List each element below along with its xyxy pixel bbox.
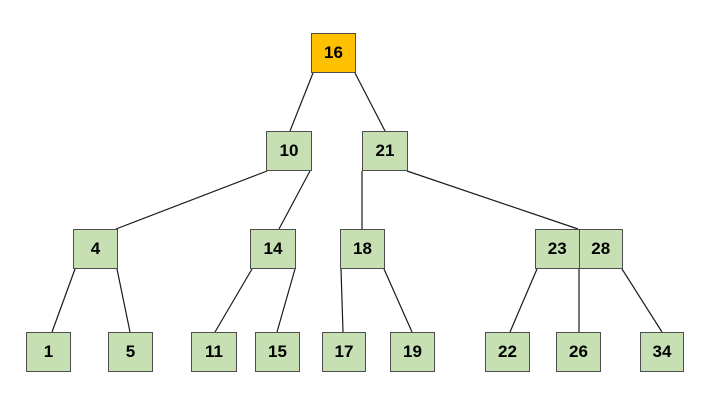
node-key-11: 11: [205, 342, 223, 361]
tree-node-1: 1: [26, 332, 71, 372]
node-key-15: 15: [268, 342, 287, 361]
node-key-26: 26: [569, 342, 588, 361]
tree-node-21: 21: [362, 131, 408, 171]
edge-21-to-23-28: [406, 170, 579, 230]
node-key-1: 1: [43, 342, 54, 361]
node-key-23: 23: [547, 239, 567, 258]
edge-16-to-21: [354, 72, 386, 132]
edge-23-28-to-22: [509, 268, 538, 333]
edge-23-28-to-34: [621, 268, 663, 333]
node-key-16: 16: [324, 43, 343, 62]
edge-18-to-19: [383, 268, 413, 333]
node-key-21: 21: [375, 141, 395, 160]
edge-18-to-17: [340, 268, 344, 333]
edge-4-to-1: [51, 268, 76, 333]
node-key-22: 22: [498, 342, 517, 361]
tree-node-23-28: 23 28: [535, 229, 623, 269]
tree-node-17: 17: [322, 332, 366, 372]
tree-node-4: 4: [73, 229, 118, 269]
edge-14-to-15: [276, 268, 296, 333]
tree-node-26: 26: [556, 332, 601, 372]
node-key-28: 28: [578, 230, 623, 268]
node-key-14: 14: [263, 239, 283, 258]
edge-10-to-14: [278, 170, 311, 230]
tree-node-10: 10: [266, 131, 312, 171]
tree-node-18: 18: [340, 229, 385, 269]
edge-10-to-4: [115, 170, 268, 230]
node-key-19: 19: [403, 342, 422, 361]
tree-node-11: 11: [191, 332, 237, 372]
node-key-10: 10: [279, 141, 299, 160]
tree-node-19: 19: [390, 332, 435, 372]
tree-node-34: 34: [640, 332, 684, 372]
node-key-17: 17: [334, 342, 354, 361]
tree-node-16: 16: [311, 33, 356, 73]
node-key-34: 34: [652, 342, 672, 361]
node-key-5: 5: [125, 342, 136, 361]
tree-node-22: 22: [485, 332, 530, 372]
edge-16-to-10: [289, 72, 314, 132]
edge-14-to-11: [214, 268, 253, 333]
tree-node-14: 14: [250, 229, 296, 269]
tree-node-5: 5: [108, 332, 153, 372]
node-key-18: 18: [353, 239, 372, 258]
node-key-4: 4: [90, 239, 101, 258]
tree-node-15: 15: [255, 332, 300, 372]
edge-4-to-5: [116, 268, 131, 333]
